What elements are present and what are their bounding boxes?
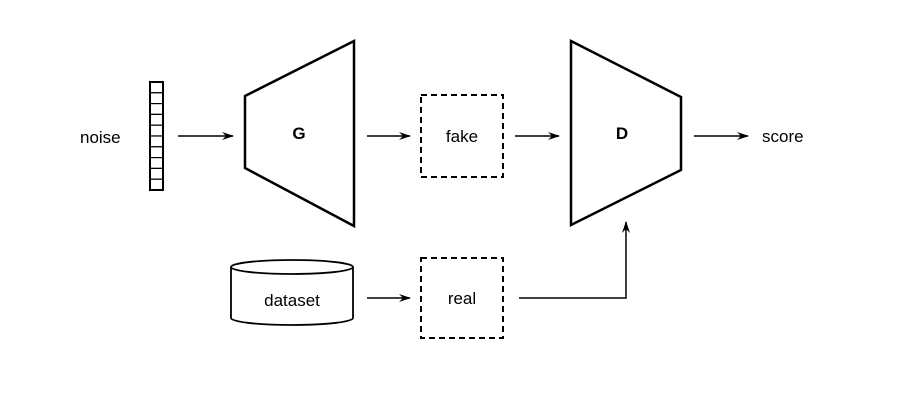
dataset-cylinder: [230, 259, 354, 326]
real-sample-box: [420, 257, 504, 339]
noise-vector-cell: [149, 167, 164, 180]
discriminator-label: D: [616, 124, 628, 143]
noise-vector-cell: [149, 81, 164, 94]
noise-label: noise: [80, 128, 121, 147]
fake-sample-box: [420, 94, 504, 178]
noise-vector-outline: [149, 81, 164, 191]
noise-vector-cell: [149, 135, 164, 148]
noise-vector-cell: [149, 157, 164, 170]
noise-vector-cell: [149, 102, 164, 115]
noise-vector-cell: [149, 113, 164, 126]
real-label: real: [448, 289, 476, 308]
noise-vector: [149, 81, 164, 191]
dataset-label: dataset: [264, 291, 320, 310]
generator-label: G: [292, 124, 305, 143]
discriminator-block: [569, 38, 683, 228]
generator-block: [243, 38, 356, 229]
noise-vector-cell: [149, 124, 164, 137]
score-label: score: [762, 127, 804, 146]
noise-vector-cell: [149, 92, 164, 105]
noise-vector-cell: [149, 178, 164, 191]
fake-label: fake: [446, 127, 478, 146]
noise-vector-cell: [149, 146, 164, 159]
arrow-real-to-discriminator: [519, 221, 630, 299]
